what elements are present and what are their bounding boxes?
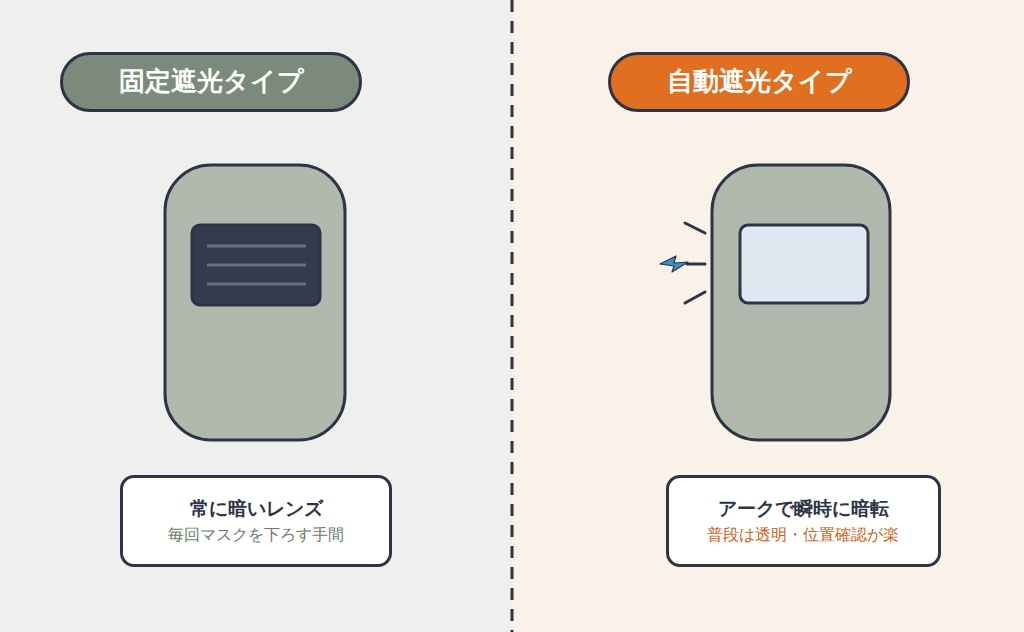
description-box: 常に暗いレンズ毎回マスクを下ろす手間 <box>120 475 392 567</box>
description-box: アークで瞬時に暗転普段は透明・位置確認が楽 <box>666 475 941 567</box>
heading-text: 固定遮光タイプ <box>119 65 304 99</box>
left-background <box>0 0 512 632</box>
body-text: 毎回マスクを下ろす手間 <box>168 525 344 546</box>
type-label-pill: 固定遮光タイプ <box>60 52 362 112</box>
heading-text: 常に暗いレンズ <box>190 496 323 521</box>
auto-mask <box>712 165 890 440</box>
heading-text: 自動遮光タイプ <box>667 65 852 99</box>
arc-flash-symbol <box>660 223 705 303</box>
divider-line <box>511 0 514 632</box>
right-background <box>512 0 1024 632</box>
type-label-pill: 自動遮光タイプ <box>608 52 910 112</box>
heading-text: アークで瞬時に暗転 <box>718 496 889 521</box>
body-text: 普段は透明・位置確認が楽 <box>707 525 899 546</box>
fixed-mask <box>165 165 345 440</box>
